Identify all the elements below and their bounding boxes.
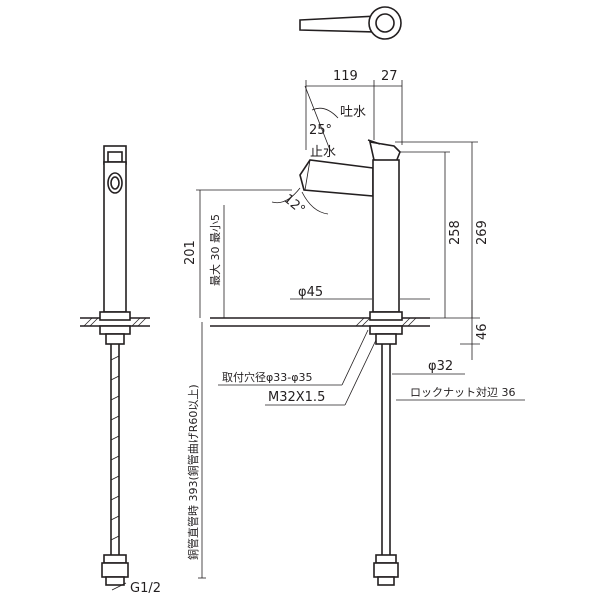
- left-dimensions: [196, 189, 292, 318]
- thread-label: M32X1.5: [268, 390, 325, 405]
- connection-label: G1/2: [130, 581, 161, 596]
- mount-hole-label: 取付穴径φ33-φ35: [222, 370, 312, 384]
- top-dimensions: [305, 80, 403, 150]
- top-view: [299, 6, 402, 40]
- locknut-label: ロックナット対辺 36: [410, 385, 516, 399]
- dim-269: 269: [475, 220, 490, 245]
- angle-25: 25°: [309, 123, 332, 138]
- right-dimensions: [395, 141, 480, 360]
- dim-27: 27: [381, 69, 398, 84]
- label-outflow: 吐水: [340, 105, 366, 120]
- dim-201: 201: [183, 240, 198, 265]
- dim-258: 258: [448, 220, 463, 245]
- dim-46: 46: [475, 323, 490, 340]
- label-stop: 止水: [310, 145, 336, 160]
- front-view: [210, 139, 430, 586]
- pipe-length-label: 銅管直管時 393(銅管曲げR60以上): [186, 384, 200, 560]
- spout-diameter: φ45: [298, 285, 323, 300]
- dim-119: 119: [333, 69, 358, 84]
- pipe-diameter: φ32: [428, 359, 453, 374]
- side-view: [80, 145, 150, 591]
- max-reach-label: 最大 30 最小5: [208, 214, 222, 286]
